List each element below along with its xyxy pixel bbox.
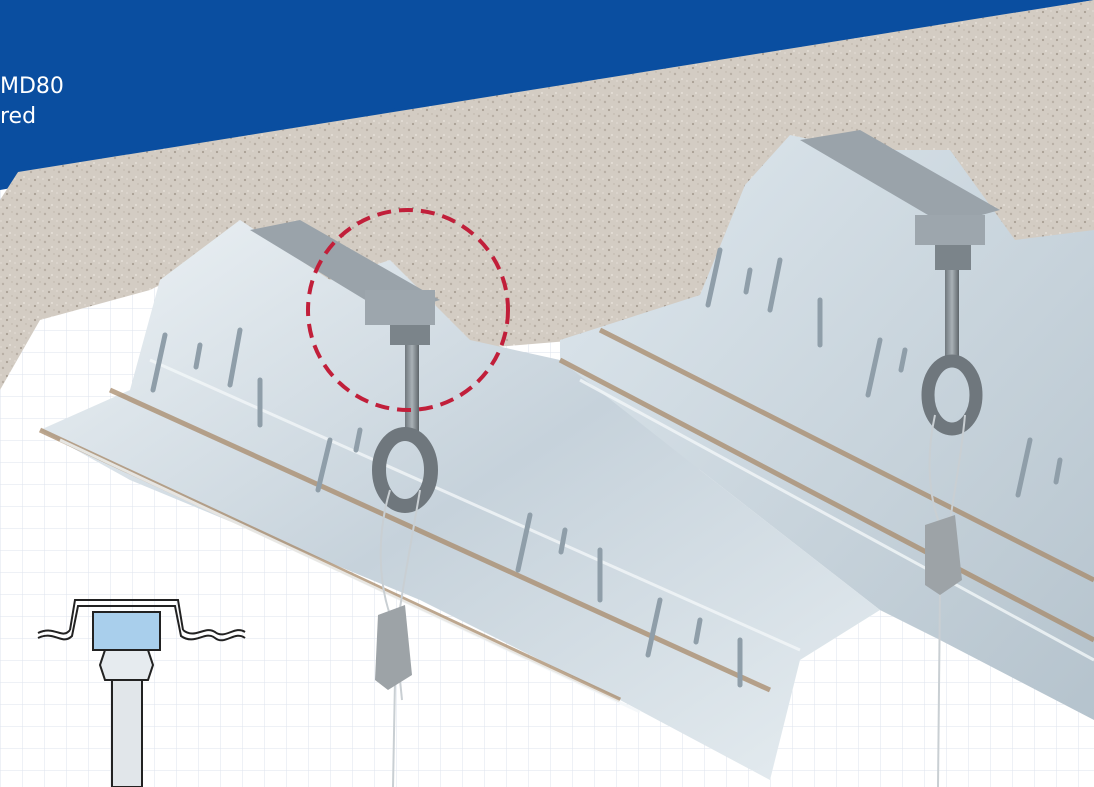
- wire-gripper-icon: [925, 515, 962, 595]
- cross-section-detail: [37, 599, 246, 787]
- blue-banner-extension: [0, 0, 1094, 170]
- banner-text: MD80 red: [0, 72, 64, 132]
- deck-emboss-marks: [150, 247, 1063, 688]
- banner-line-2: red: [0, 104, 37, 129]
- eye-bolt-icon: [365, 290, 438, 513]
- dashed-circle-icon: [306, 208, 510, 412]
- banner-line-1: MD80: [0, 74, 64, 99]
- eye-bolt-icon: [915, 215, 985, 436]
- channel-insert-right: [800, 130, 1000, 225]
- steel-deck-left: [40, 220, 880, 780]
- wire-gripper-icon: [375, 605, 412, 690]
